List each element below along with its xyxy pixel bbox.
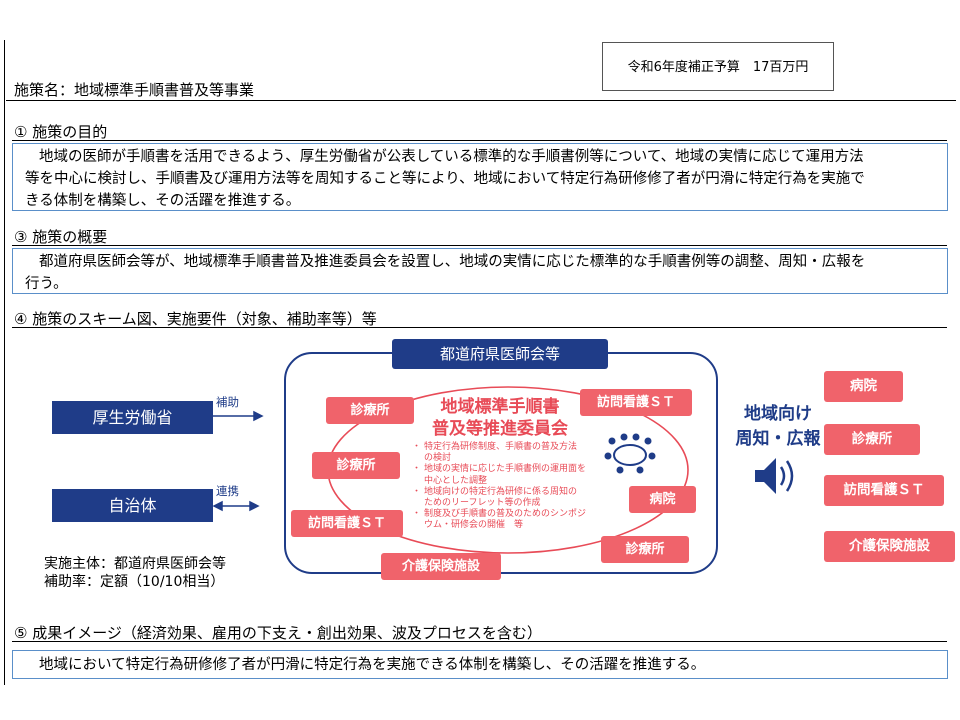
node-home-nursing-2: 訪問看護ＳＴ bbox=[291, 510, 403, 537]
purpose-line-3: きる体制を構築し、その活躍を推進する。 bbox=[25, 193, 301, 209]
publicity-line-2: 周知・広報 bbox=[735, 429, 821, 449]
target-hospital: 病院 bbox=[824, 371, 903, 402]
section-scheme-rule bbox=[12, 327, 947, 328]
section-outcome-box: 地域において特定行為研修修了者が円滑に特定行為を実施できる体制を構築し、その活躍… bbox=[12, 650, 948, 679]
target-clinic: 診療所 bbox=[824, 424, 920, 455]
ministry-box: 厚生労働省 bbox=[52, 401, 213, 434]
committee-title-line-1: 地域標準手順書 bbox=[440, 397, 560, 417]
section-overview-title: ③ 施策の概要 bbox=[14, 228, 108, 246]
local-government-box: 自治体 bbox=[52, 489, 213, 522]
publicity-line-1: 地域向け bbox=[744, 404, 812, 424]
section-outcome-title: ⑤ 成果イメージ（経済効果、雇用の下支え・創出効果、波及プロセスを含む） bbox=[14, 624, 542, 642]
purpose-line-2: 等を中心に検討し、手順書及び運用方法等を周知すること等により、地域において特定行… bbox=[25, 171, 865, 187]
publicity-label: 地域向け 周知・広報 bbox=[734, 402, 822, 452]
outcome-text: 地域において特定行為研修修了者が円滑に特定行為を実施できる体制を構築し、その活躍… bbox=[39, 657, 706, 673]
node-care-facility: 介護保険施設 bbox=[381, 553, 501, 580]
committee-title-line-2: 普及等推進委員会 bbox=[432, 419, 568, 439]
overview-line-2: 行う。 bbox=[25, 276, 68, 292]
section-overview-rule bbox=[12, 245, 947, 246]
purpose-line-1: 地域の医師が手順書を活用できるよう、厚生労働省が公表している標準的な手順書例等に… bbox=[39, 149, 864, 165]
section-purpose-title: ① 施策の目的 bbox=[14, 123, 108, 141]
subsidy-arrow-head bbox=[253, 410, 264, 422]
section-scheme-title: ④ 施策のスキーム図、実施要件（対象、補助率等）等 bbox=[14, 310, 377, 328]
title-underline bbox=[6, 100, 956, 101]
speaker-icon bbox=[755, 458, 794, 494]
node-home-nursing-1: 訪問看護ＳＴ bbox=[580, 389, 692, 416]
implementer: 実施主体：都道府県医師会等 bbox=[44, 556, 226, 572]
node-clinic-1: 診療所 bbox=[326, 397, 414, 424]
node-clinic-2: 診療所 bbox=[312, 452, 400, 479]
subsidy-label: 補助 bbox=[216, 395, 239, 409]
committee-title: 地域標準手順書 普及等推進委員会 bbox=[420, 396, 580, 440]
budget-box: 令和6年度補正予算 17百万円 bbox=[602, 42, 834, 91]
policy-name: 施策名：地域標準手順書普及等事業 bbox=[14, 81, 255, 99]
section-purpose-rule bbox=[12, 140, 947, 141]
section-overview-box: 都道府県医師会等が、地域標準手順書普及推進委員会を設置し、地域の実情に応じた標準… bbox=[12, 248, 948, 294]
node-hospital: 病院 bbox=[629, 486, 696, 513]
cooperation-arrow-head-left bbox=[212, 500, 223, 512]
section-purpose-box: 地域の医師が手順書を活用できるよう、厚生労働省が公表している標準的な手順書例等に… bbox=[12, 143, 948, 211]
implementer-info: 実施主体：都道府県医師会等 補助率：定額（10/10相当） bbox=[44, 555, 226, 591]
cooperation-arrow-head-right bbox=[249, 500, 260, 512]
left-rule bbox=[4, 40, 5, 685]
cooperation-label: 連携 bbox=[216, 484, 239, 498]
node-clinic-3: 診療所 bbox=[601, 536, 689, 563]
section-outcome-rule bbox=[12, 641, 947, 642]
meeting-table-icon bbox=[604, 433, 656, 474]
overview-line-1: 都道府県医師会等が、地域標準手順書普及推進委員会を設置し、地域の実情に応じた標準… bbox=[39, 254, 866, 270]
association-label: 都道府県医師会等 bbox=[392, 339, 608, 369]
target-home-nursing: 訪問看護ＳＴ bbox=[824, 475, 944, 506]
subsidy-rate: 補助率：定額（10/10相当） bbox=[44, 574, 225, 590]
target-care-facility: 介護保険施設 bbox=[824, 531, 955, 562]
